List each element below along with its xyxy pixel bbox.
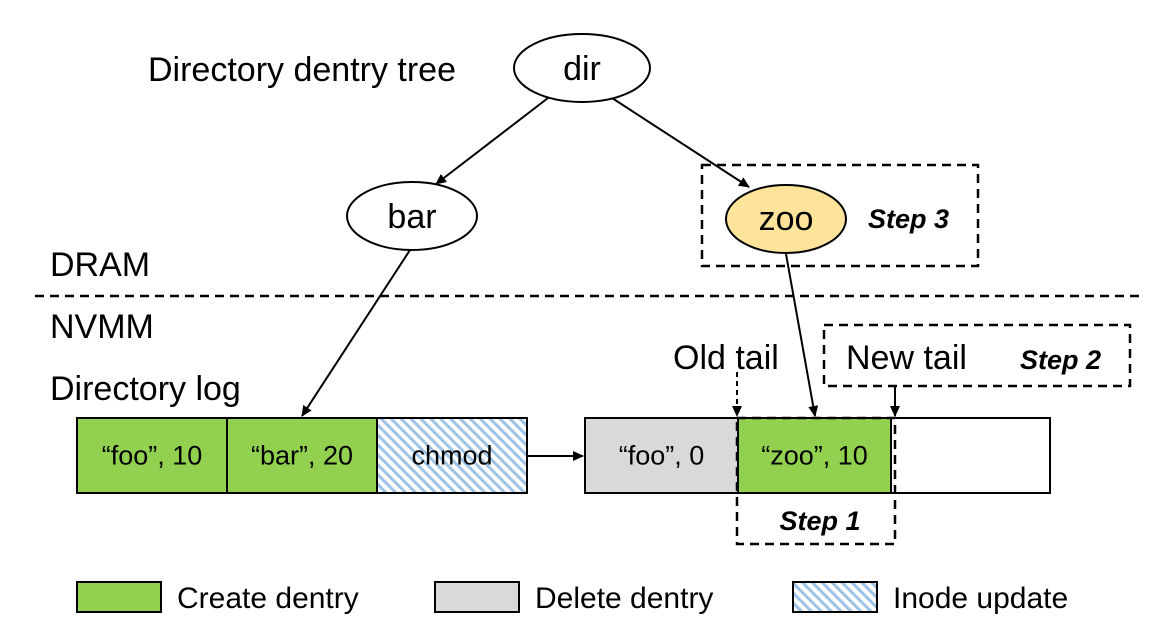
nvmm-label: NVMM <box>50 308 154 346</box>
log-entry: chmod <box>376 417 528 494</box>
log-page-1: “foo”, 10 “bar”, 20 chmod <box>76 417 528 494</box>
edge-zoo-log <box>785 253 819 417</box>
log-page-2: “foo”, 0 “zoo”, 10 <box>584 417 1051 494</box>
edge-dir-bar <box>435 97 549 185</box>
step3-label: Step 3 <box>868 204 949 234</box>
node-dir: dir <box>513 33 651 103</box>
log-entry <box>890 417 1051 494</box>
old-tail-label: Old tail <box>673 339 779 377</box>
log-entry: “bar”, 20 <box>226 417 378 494</box>
legend-label: Create dentry <box>177 582 359 615</box>
log-entry: “zoo”, 10 <box>737 417 892 494</box>
step1-box <box>735 416 897 546</box>
legend-label: Delete dentry <box>535 582 713 615</box>
step2-label: Step 2 <box>1020 345 1101 375</box>
legend-swatch <box>434 581 520 613</box>
node-zoo: zoo <box>725 184 847 254</box>
new-tail-label: New tail <box>846 339 967 377</box>
legend-swatch <box>76 581 162 613</box>
log-entry-label: “zoo”, 10 <box>761 441 868 471</box>
legend: Create dentry Delete dentry Inode update <box>76 581 1068 615</box>
log-entry: “foo”, 0 <box>584 417 739 494</box>
log-entry-label: “foo”, 10 <box>102 441 203 471</box>
step2-box <box>822 323 1132 388</box>
legend-swatch <box>792 581 878 613</box>
svg-text:zoo: zoo <box>759 200 814 238</box>
log-title: Directory log <box>50 370 241 408</box>
log-entry-label: “foo”, 0 <box>619 441 705 471</box>
step3-box <box>700 163 980 268</box>
svg-text:bar: bar <box>387 198 436 236</box>
legend-item-delete: Delete dentry <box>434 581 713 615</box>
tree-title: Directory dentry tree <box>148 51 456 89</box>
legend-item-inode: Inode update <box>792 581 1068 615</box>
svg-text:dir: dir <box>563 50 601 88</box>
edge-bar-log <box>301 249 411 417</box>
node-bar: bar <box>346 181 478 251</box>
legend-item-create: Create dentry <box>76 581 359 615</box>
dram-label: DRAM <box>50 246 150 284</box>
legend-label: Inode update <box>893 582 1068 615</box>
step1-label: Step 1 <box>779 506 860 536</box>
log-entry: “foo”, 10 <box>76 417 228 494</box>
edge-dir-zoo <box>611 97 750 188</box>
log-entry-label: chmod <box>411 441 492 471</box>
log-entry-label: “bar”, 20 <box>251 441 353 471</box>
